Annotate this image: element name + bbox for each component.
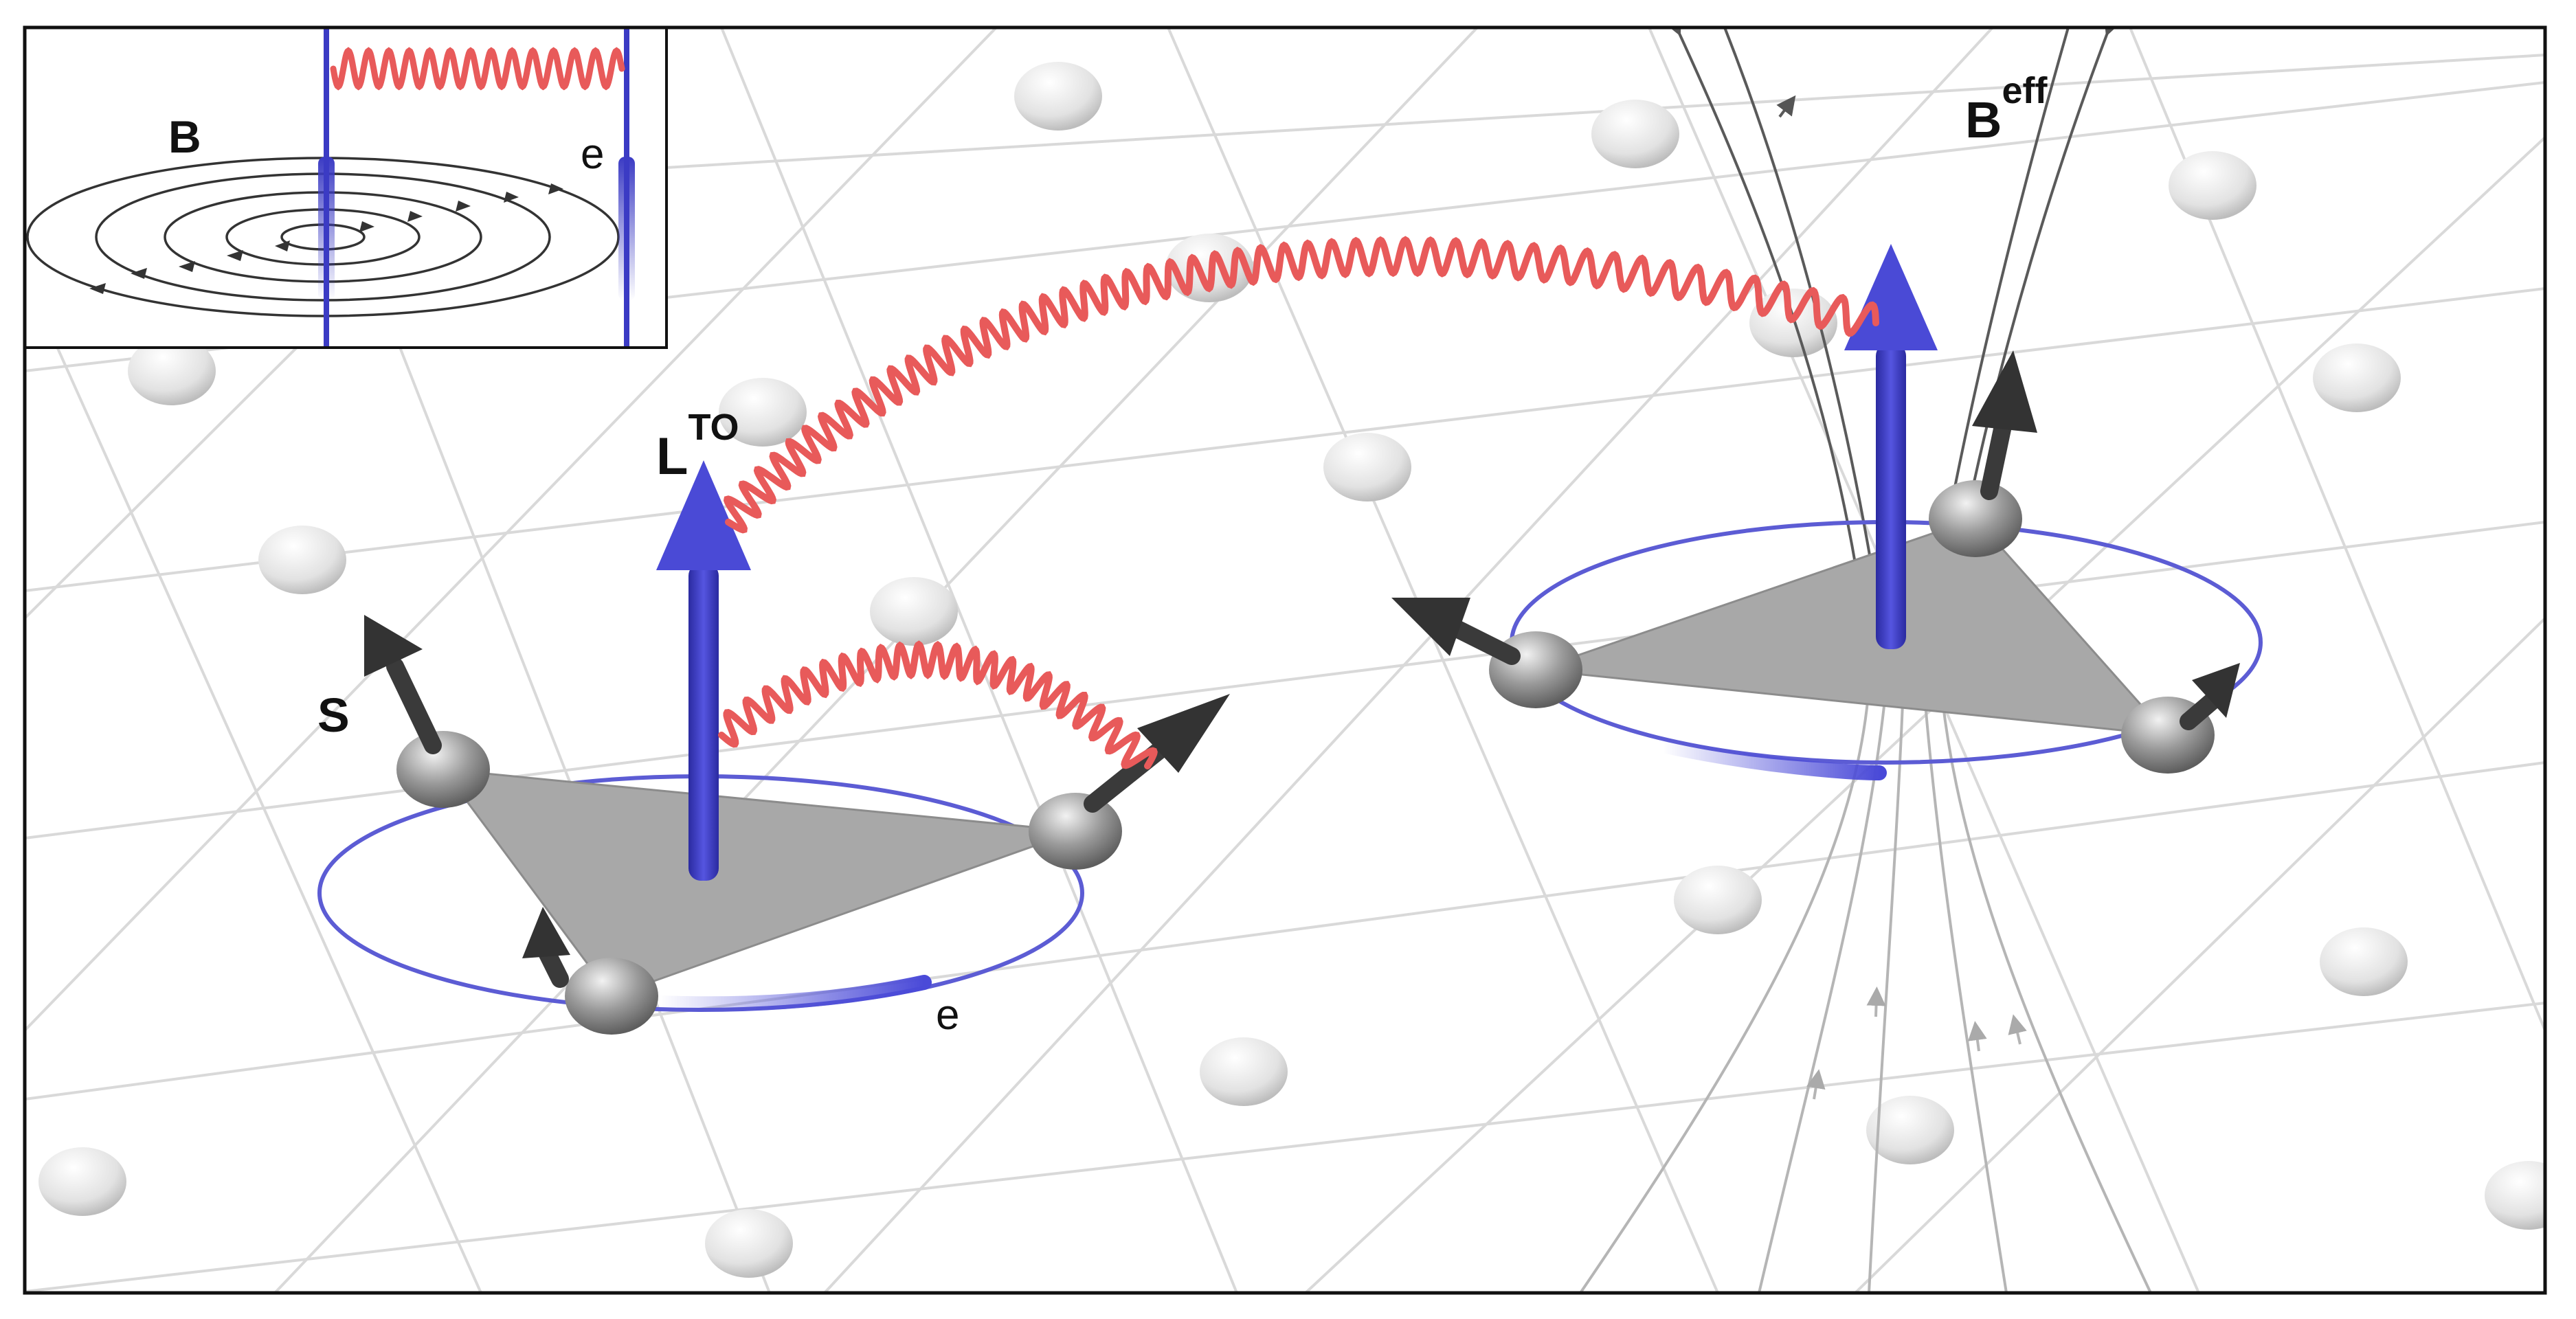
lattice-atom [1591,100,1679,168]
right-orbital-moment-arrow [1844,244,1938,649]
spring-coupling-short [718,640,1158,769]
outer-frame [23,25,2547,1295]
left-trimer [317,460,1230,1035]
inset-electron-label: e [581,131,604,178]
lattice-atom [2169,151,2256,220]
spin-arrow [364,615,442,754]
lattice-atom [2320,927,2408,996]
spin-atom [1029,793,1122,870]
lattice-atom [705,1209,793,1278]
lattice-atom [1323,433,1411,501]
spin-label: S [317,688,350,742]
spin-atom [1929,480,2022,557]
left-triangle [440,768,1076,997]
lattice-atom [1200,1037,1288,1106]
spin-arrow [522,907,570,988]
right-electron-trail [1655,738,1887,780]
lattice-atom [38,1147,126,1216]
spin-arrow [1972,350,2037,500]
left-electron-trail [652,975,932,1012]
spring-couplings [718,236,1879,769]
lattice-atom [870,577,958,646]
lattice-atom [719,378,807,447]
spin-arrow [2180,663,2240,730]
inset-panel [23,26,668,349]
left-orbital-moment-arrow [656,460,751,881]
lattice-atom [1674,866,1762,934]
inset-field-label: B [168,111,201,162]
spin-atom [565,958,658,1035]
lattice-atom [2485,1161,2545,1230]
lattice-atom [1014,62,1102,131]
effective-field-label: Beff [1965,70,2048,148]
lattice-atom [128,337,216,405]
lattice-atom [258,526,346,594]
spin-atom [396,731,490,808]
orbital-moment-label: LTO [656,407,739,486]
right-trimer [1391,244,2263,780]
right-triangle [1535,517,2171,736]
inset-current-left [318,157,335,301]
lattice-atom [1866,1096,1954,1164]
spin-arrow [1391,598,1521,665]
inset-current-right [618,157,635,301]
lattice-atom [2313,343,2401,412]
inset-spring [330,47,625,91]
spring-coupling-long [723,236,1879,534]
electron-label: e [936,991,959,1039]
inset-loop-arrows [89,183,563,294]
